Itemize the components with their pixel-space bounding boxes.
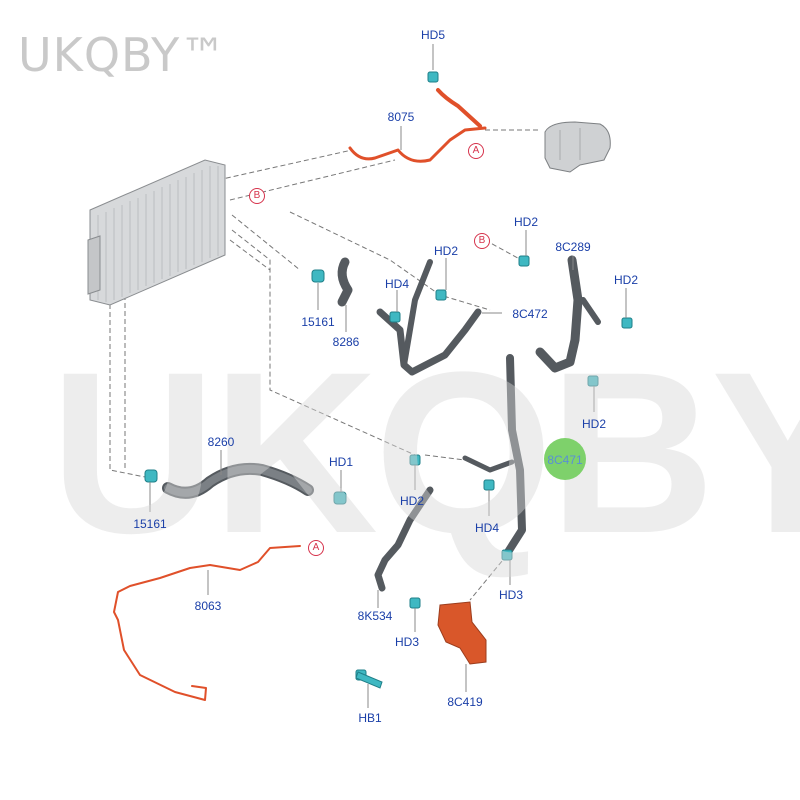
label-hd2: HD2	[613, 273, 639, 287]
label-hd4: HD4	[384, 277, 410, 291]
radiator	[87, 159, 226, 306]
label-8075: 8075	[387, 110, 415, 124]
watermark-center: UKQBY™	[50, 324, 800, 581]
label-hd2: HD2	[581, 417, 607, 431]
ref-marker-a: A	[468, 143, 484, 159]
ref-marker-b: B	[249, 188, 265, 204]
label-hd4: HD4	[474, 521, 500, 535]
label-8c471: 8C471	[547, 453, 583, 467]
label-15161: 15161	[133, 517, 167, 531]
label-8260: 8260	[207, 435, 235, 449]
label-8c472: 8C472	[512, 307, 548, 321]
label-hd1: HD1	[328, 455, 354, 469]
label-8k534: 8K534	[357, 609, 393, 623]
label-8286: 8286	[332, 335, 360, 349]
label-hb1: HB1	[358, 711, 382, 725]
dark-hoses	[162, 255, 601, 592]
ref-marker-a: A	[308, 540, 324, 556]
label-hd3: HD3	[394, 635, 420, 649]
label-hd2: HD2	[513, 215, 539, 229]
label-8063: 8063	[194, 599, 222, 613]
label-hd3: HD3	[498, 588, 524, 602]
label-hd5: HD5	[420, 28, 446, 42]
label-leader-lines	[149, 44, 627, 708]
bolt-hb1	[355, 671, 383, 689]
label-15161: 15161	[301, 315, 335, 329]
coolant-expansion-tank	[544, 121, 611, 173]
label-8c419: 8C419	[447, 695, 483, 709]
label-8c289: 8C289	[555, 240, 591, 254]
hose-8063	[113, 545, 301, 701]
ref-marker-b: B	[474, 233, 490, 249]
label-hd2: HD2	[399, 494, 425, 508]
highlight-circle	[544, 438, 586, 480]
watermark-corner: UKQBY™	[18, 28, 228, 82]
hose-8075	[348, 88, 487, 163]
water-pump-8c419	[437, 601, 487, 665]
label-hd2: HD2	[433, 244, 459, 258]
